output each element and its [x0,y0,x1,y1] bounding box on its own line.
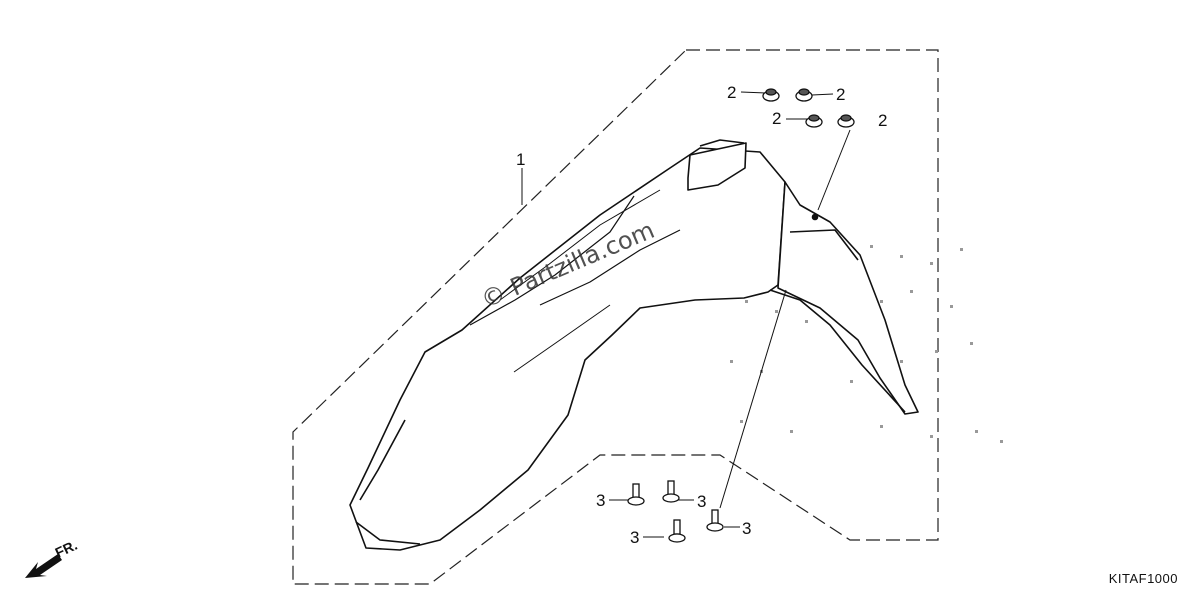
callout-fender: 1 [516,150,525,169]
flange-bolt [627,483,645,506]
callout-nut: 2 [727,83,736,102]
flange-bolt [668,519,686,543]
callout-bolt: 3 [630,528,639,547]
callout-bolt: 3 [596,491,605,510]
leader-lines [521,91,851,538]
flange-bolt [662,480,680,503]
front-fender [349,139,919,551]
callout-bolt: 3 [697,492,706,511]
direction-label: FR. [53,537,80,561]
flange-bolt [706,509,724,532]
clip-nut [795,88,813,102]
callout-nut: 2 [836,85,845,104]
clip-nut [762,88,780,102]
assembly-boundary [292,49,939,585]
callout-bolt: 3 [742,519,751,538]
callout-nut: 2 [772,109,781,128]
diagram-code: KITAF1000 [1108,571,1178,586]
bolt-group [627,480,724,543]
clip-nut [805,114,823,128]
nut-group [762,88,855,128]
front-direction-arrow-icon: FR. [25,537,80,578]
callout-nut: 2 [878,111,887,130]
clip-nut [837,114,855,128]
